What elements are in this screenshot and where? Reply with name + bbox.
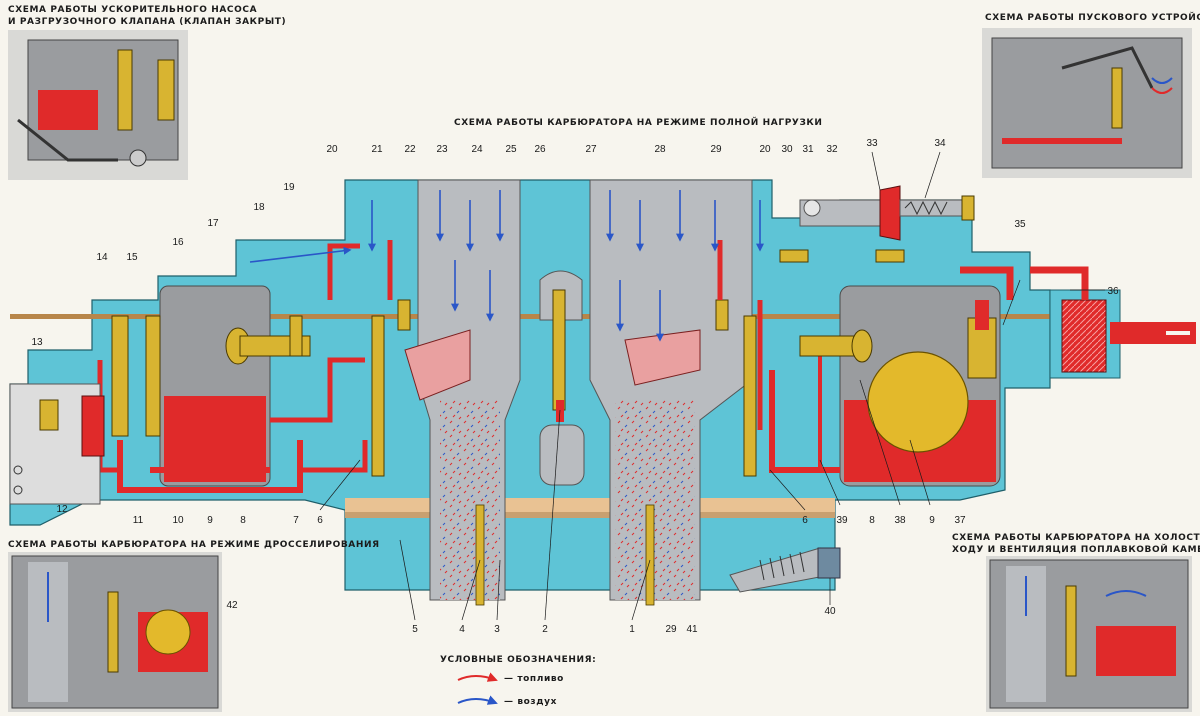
caption-starter-device: СХЕМА РАБОТЫ ПУСКОВОГО УСТРОЙСТВА bbox=[985, 13, 1200, 23]
callout-29-top: 29 bbox=[710, 144, 722, 155]
caption-accelerator-pump-line1: СХЕМА РАБОТЫ УСКОРИТЕЛЬНОГО НАСОСА bbox=[8, 5, 258, 15]
callout-9-left: 9 bbox=[207, 515, 213, 526]
callout-38: 38 bbox=[894, 515, 906, 526]
inset-idle-ventilation-svg bbox=[989, 559, 1189, 709]
callout-2: 2 bbox=[542, 624, 548, 635]
caption-idle-line2: ХОДУ И ВЕНТИЛЯЦИЯ ПОПЛАВКОВОЙ КАМЕРЫ bbox=[952, 545, 1200, 555]
idle-screw bbox=[729, 547, 841, 593]
callout-21: 21 bbox=[371, 144, 383, 155]
callout-8-right: 8 bbox=[869, 515, 875, 526]
callout-3: 3 bbox=[494, 624, 500, 635]
callout-20-left: 20 bbox=[326, 144, 338, 155]
callout-14: 14 bbox=[96, 252, 108, 263]
callout-26: 26 bbox=[534, 144, 546, 155]
callout-34: 34 bbox=[934, 138, 946, 149]
callout-17: 17 bbox=[207, 218, 219, 229]
callout-8-left: 8 bbox=[240, 515, 246, 526]
inset-accelerator-pump bbox=[8, 30, 188, 180]
emulsion-wells bbox=[111, 299, 757, 477]
legend-air-label: — воздух bbox=[504, 697, 557, 707]
callout-22: 22 bbox=[404, 144, 416, 155]
fuel-inlet bbox=[960, 266, 1196, 379]
secondary-barrel bbox=[589, 179, 753, 601]
legend-title: УСЛОВНЫЕ ОБОЗНАЧЕНИЯ: bbox=[440, 655, 597, 665]
primary-barrel bbox=[404, 179, 521, 601]
callout-41: 41 bbox=[686, 624, 698, 635]
callout-4: 4 bbox=[459, 624, 465, 635]
callout-33: 33 bbox=[866, 138, 878, 149]
starter-mechanism bbox=[779, 185, 975, 263]
callout-6-right: 6 bbox=[802, 515, 808, 526]
callout-31: 31 bbox=[802, 144, 814, 155]
callout-18: 18 bbox=[253, 202, 265, 213]
callout-7: 7 bbox=[293, 515, 299, 526]
callout-40: 40 bbox=[824, 606, 836, 617]
caption-accelerator-pump-line2: И РАЗГРУЗОЧНОГО КЛАПАНА (КЛАПАН ЗАКРЫТ) bbox=[8, 17, 287, 27]
inset-starter-device bbox=[982, 28, 1192, 178]
inset-throttling bbox=[8, 552, 222, 712]
callout-10: 10 bbox=[172, 515, 184, 526]
callout-36: 36 bbox=[1107, 286, 1119, 297]
callout-13: 13 bbox=[31, 337, 43, 348]
caption-throttling: СХЕМА РАБОТЫ КАРБЮРАТОРА НА РЕЖИМЕ ДРОСС… bbox=[8, 540, 380, 550]
callout-16: 16 bbox=[172, 237, 184, 248]
right-float-chamber bbox=[769, 285, 1001, 487]
callout-numbers: 1 2 3 4 5 6 6 7 8 8 9 9 10 11 12 13 14 1… bbox=[31, 138, 1119, 635]
inset-throttling-svg bbox=[11, 555, 219, 709]
callout-11: 11 bbox=[133, 515, 144, 526]
caption-idle-line1: СХЕМА РАБОТЫ КАРБЮРАТОРА НА ХОЛОСТОМ bbox=[952, 533, 1200, 543]
callout-20-right: 20 bbox=[759, 144, 771, 155]
throttle-plates bbox=[475, 504, 655, 606]
callout-leaders bbox=[319, 151, 1105, 621]
callout-23: 23 bbox=[436, 144, 448, 155]
legend-fuel-label: — топливо bbox=[504, 674, 564, 684]
callout-24: 24 bbox=[471, 144, 483, 155]
air-flow-arrows bbox=[249, 190, 764, 342]
inset-idle-ventilation bbox=[986, 556, 1192, 712]
callout-37: 37 bbox=[954, 515, 966, 526]
callout-1: 1 bbox=[629, 624, 635, 635]
inset-accelerator-pump-svg bbox=[17, 39, 179, 167]
callout-6-left: 6 bbox=[317, 515, 323, 526]
callout-9-right: 9 bbox=[929, 515, 935, 526]
inset-starter-device-svg bbox=[991, 37, 1183, 169]
callout-29-bottom: 29 bbox=[665, 624, 677, 635]
callout-32: 32 bbox=[826, 144, 838, 155]
callout-12: 12 bbox=[56, 504, 68, 515]
callout-39: 39 bbox=[836, 515, 848, 526]
legend-graphics bbox=[457, 672, 498, 705]
callout-19: 19 bbox=[283, 182, 295, 193]
callout-25: 25 bbox=[505, 144, 517, 155]
callout-27: 27 bbox=[585, 144, 597, 155]
callout-42: 42 bbox=[226, 600, 238, 611]
callout-5: 5 bbox=[412, 624, 418, 635]
callout-30: 30 bbox=[781, 144, 793, 155]
caption-main-full-load: СХЕМА РАБОТЫ КАРБЮРАТОРА НА РЕЖИМЕ ПОЛНО… bbox=[454, 118, 823, 128]
callout-35: 35 bbox=[1014, 219, 1026, 230]
callout-28: 28 bbox=[654, 144, 666, 155]
accelerator-pump bbox=[9, 383, 105, 505]
callout-15: 15 bbox=[126, 252, 138, 263]
